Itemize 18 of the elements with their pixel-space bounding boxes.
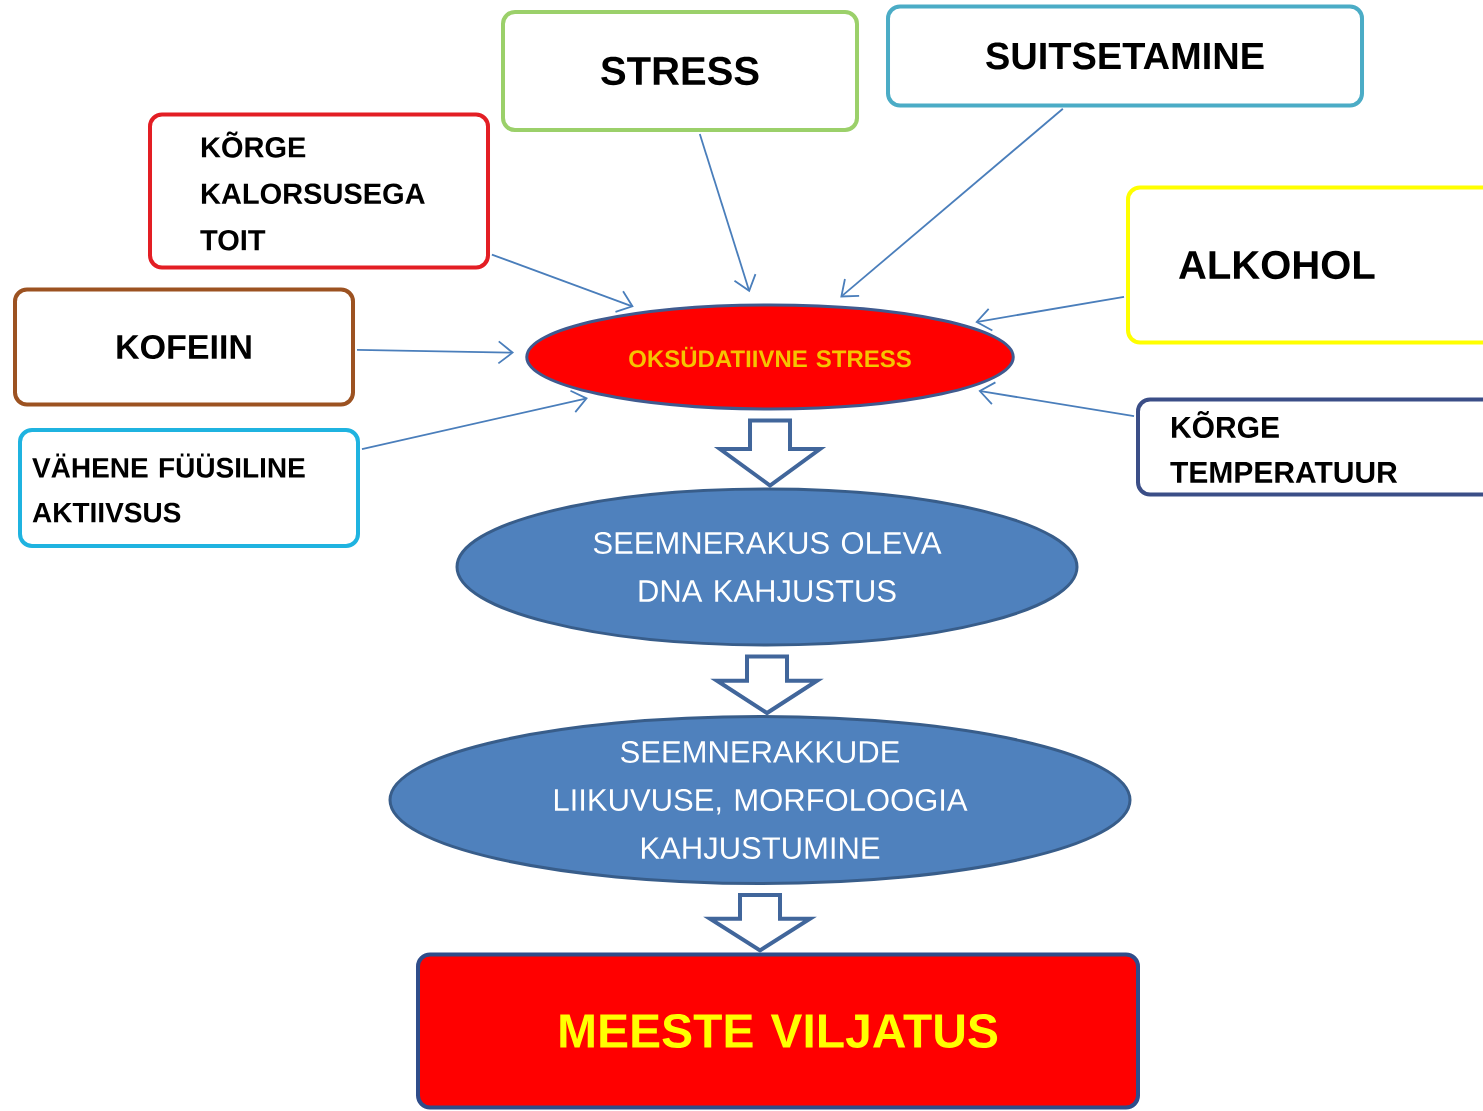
factor-box: SUITSETAMINE <box>886 4 1364 108</box>
factor-box: STRESS <box>501 10 859 132</box>
block-arrow <box>713 418 827 488</box>
factor-box: ALKOHOL <box>1126 185 1483 345</box>
arrow <box>975 296 1125 332</box>
arrow <box>361 389 588 450</box>
factor-box: KOFEIIN <box>13 287 355 407</box>
factor-box: KÕRGE TEMPERATUUR <box>1136 397 1483 497</box>
arrow <box>978 381 1135 417</box>
arrow <box>840 107 1064 298</box>
factor-box: VÄHENE FÜÜSILINE AKTIIVSUS <box>18 428 360 548</box>
arrow <box>356 340 514 365</box>
result-box: MEESTE VILJATUS <box>416 952 1140 1110</box>
block-arrow <box>710 654 824 716</box>
block-arrow <box>703 893 817 953</box>
arrow <box>698 133 757 293</box>
factor-box: KÕRGE KALORSUSEGA TOIT <box>148 112 490 270</box>
arrow <box>491 253 634 313</box>
